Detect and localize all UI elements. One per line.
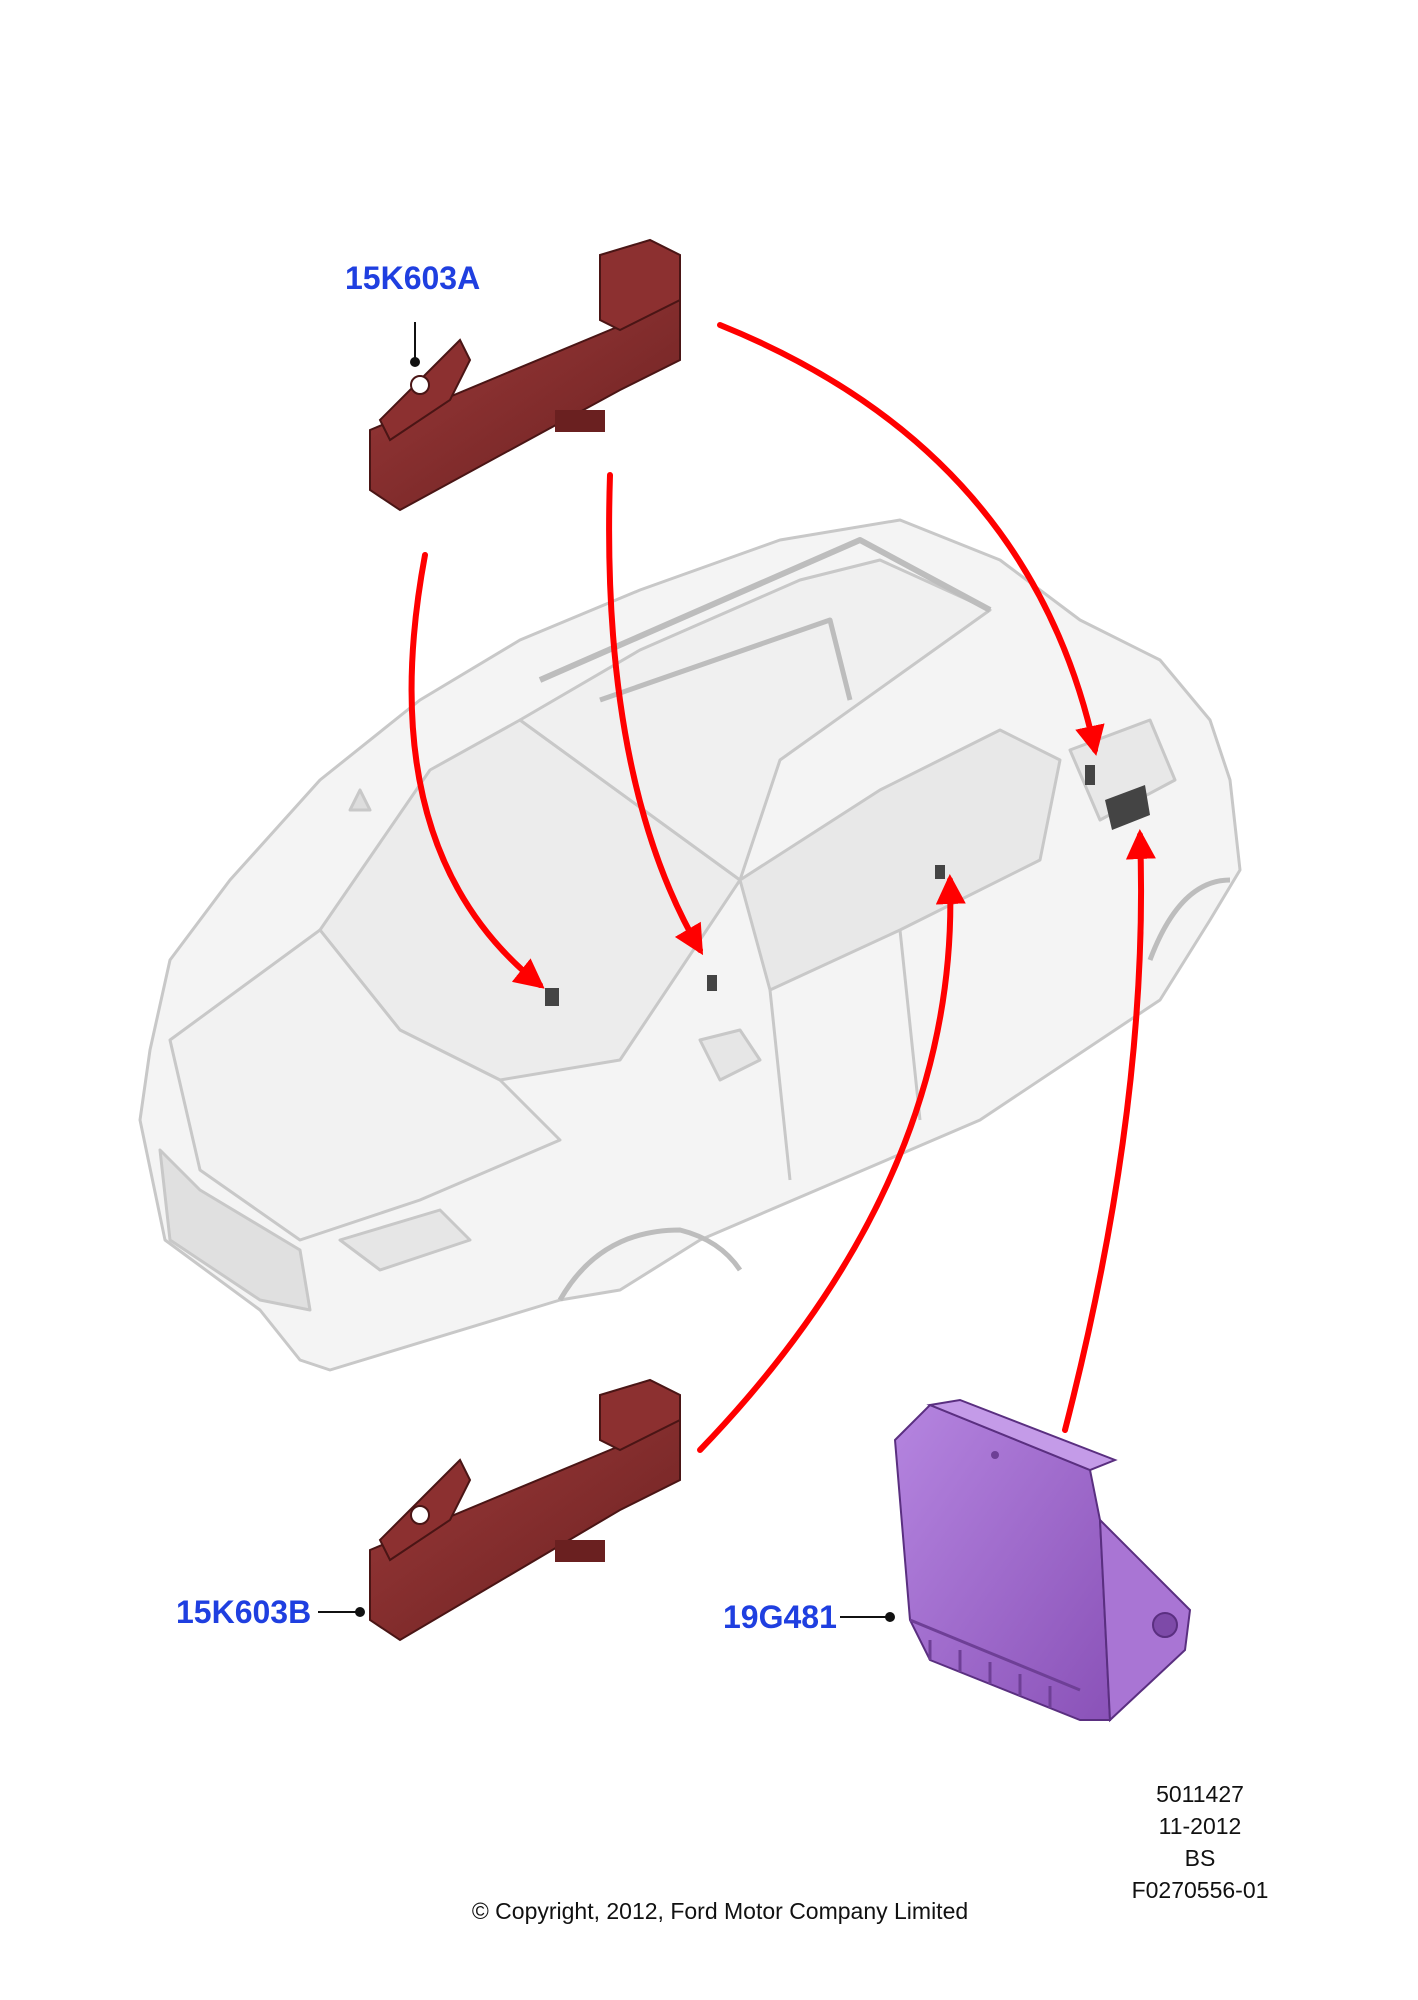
keyless-antenna-icon <box>369 238 681 512</box>
mount-point-front-left <box>545 988 559 1006</box>
copyright-notice: © Copyright, 2012, Ford Motor Company Li… <box>472 1898 968 1924</box>
callout-19g481: 19G481 <box>723 1599 837 1635</box>
drawing-code: BS <box>1185 1845 1216 1871</box>
arrow-a-to-front <box>408 552 545 989</box>
mount-point-door <box>935 865 945 879</box>
arrow-b-to-door <box>697 874 966 1453</box>
leader-dot-15k603a <box>410 357 420 367</box>
mount-point-module <box>1105 785 1150 830</box>
suv-vehicle-icon <box>138 518 1242 1372</box>
drawing-date: 11-2012 <box>1159 1813 1242 1839</box>
arrow-module-to-mount <box>1062 829 1156 1433</box>
keyless-antenna-icon <box>369 1378 681 1642</box>
mount-point-windshield <box>707 975 717 991</box>
arrows <box>408 322 1156 1453</box>
leader-dot-15k603b <box>355 1607 365 1617</box>
callout-15k603a: 15K603A <box>345 260 480 296</box>
drawing-figure-id: F0270556-01 <box>1132 1877 1269 1903</box>
mount-point-rear <box>1085 765 1095 785</box>
control-module-icon <box>893 1398 1192 1723</box>
drawing-ref-number: 5011427 <box>1156 1781 1244 1807</box>
arrow-a-to-rear <box>717 322 1105 756</box>
arrow-a-to-windshield <box>606 472 704 956</box>
mounting-points <box>545 765 1150 1006</box>
leader-dot-19g481 <box>885 1612 895 1622</box>
callout-15k603b: 15K603B <box>176 1594 311 1630</box>
